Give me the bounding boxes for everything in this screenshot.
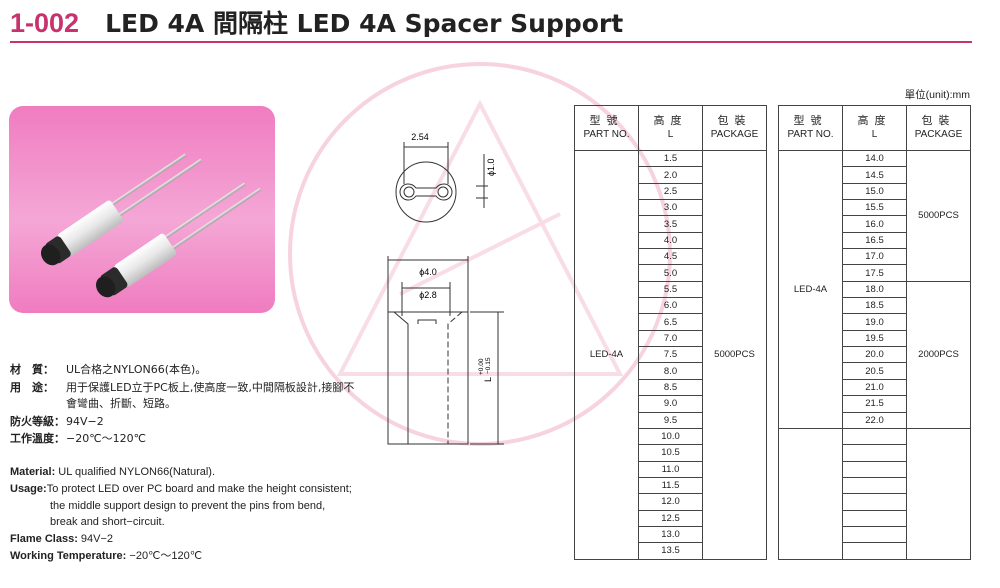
height-cell: 11.0 — [638, 460, 703, 478]
table-row: 13.5 — [575, 542, 767, 560]
height-cell — [842, 525, 907, 544]
height-cell — [842, 476, 907, 495]
spec-usage-cn: 用 途：用于保護LED立于PC板上,使高度一致,中間隔板設計,接腳不 — [10, 381, 355, 394]
unit-label: 單位(unit):mm — [904, 89, 970, 101]
spec-temp-en: Working Temperature: −20℃～120℃ — [10, 550, 203, 562]
height-cell: 1.5 — [638, 149, 703, 168]
package-cell: 5000PCS — [702, 150, 767, 560]
height-cell: 11.5 — [638, 476, 703, 495]
height-cell: 15.5 — [842, 199, 907, 217]
table-row — [778, 427, 971, 560]
height-cell — [842, 509, 907, 527]
spec-material-cn: 材 質：UL合格之NYLON66(本色)。 — [10, 363, 207, 376]
height-cell: 10.0 — [638, 427, 703, 446]
dim-length-label: L — [483, 377, 493, 382]
spec-temp-cn: 工作溫度：−20℃～120℃ — [10, 432, 146, 445]
height-cell — [842, 542, 907, 560]
height-cell: 8.0 — [638, 362, 703, 380]
dim-tol-minus: −0.15 — [485, 357, 492, 374]
height-cell: 6.0 — [638, 297, 703, 315]
dim-outer-label: ϕ4.0 — [419, 267, 437, 277]
empty-cell — [906, 427, 971, 560]
package-cell: 5000PCS — [906, 150, 971, 282]
height-cell: 17.5 — [842, 264, 907, 282]
height-cell — [842, 493, 907, 511]
package-cell: 2000PCS — [906, 280, 971, 429]
part-no-cell: LED-4A — [574, 150, 639, 560]
height-cell — [842, 444, 907, 462]
height-cell: 22.0 — [842, 411, 907, 429]
height-cell: 14.5 — [842, 166, 907, 184]
height-cell: 20.5 — [842, 362, 907, 380]
product-title: LED 4A 間隔柱 LED 4A Spacer Support — [105, 9, 624, 38]
spec-usage-en-cont1: the middle support design to prevent the… — [50, 500, 326, 512]
dim-inner-label: ϕ2.8 — [419, 290, 437, 300]
technical-drawing: 2.54 ϕ1.0 ϕ4.0 ϕ2.8 L +0.00 −0.15 — [387, 132, 504, 445]
height-cell: 12.5 — [638, 509, 703, 527]
height-cell: 5.0 — [638, 264, 703, 282]
height-cell: 16.5 — [842, 231, 907, 250]
part-no-cell: LED-4A — [778, 150, 843, 429]
height-cell: 9.5 — [638, 411, 703, 429]
product-code: 1-002 — [10, 8, 80, 38]
height-cell: 19.0 — [842, 313, 907, 331]
table-row: 10.5 — [575, 444, 767, 462]
title-rule — [10, 41, 972, 43]
dim-tol-plus: +0.00 — [478, 358, 485, 375]
height-cell: 15.0 — [842, 182, 907, 201]
product-photo — [9, 106, 275, 313]
height-cell — [842, 460, 907, 478]
height-cell: 12.0 — [638, 493, 703, 511]
table-row: 12.5 — [575, 509, 767, 527]
height-cell: 7.5 — [638, 346, 703, 364]
height-cell: 10.5 — [638, 444, 703, 462]
dim-spacing-label: 2.54 — [411, 132, 429, 142]
empty-cell — [778, 427, 843, 560]
spec-usage-en-cont2: break and short−circuit. — [50, 516, 165, 528]
table-row: 5.5 — [575, 280, 767, 299]
height-cell: 18.5 — [842, 297, 907, 315]
spec-material-en: Material: UL qualified NYLON66(Natural). — [10, 466, 216, 478]
height-cell: 13.5 — [638, 542, 703, 560]
table-row — [779, 542, 971, 560]
height-cell: 13.0 — [638, 525, 703, 544]
height-cell: 6.5 — [638, 313, 703, 331]
height-cell: 21.0 — [842, 378, 907, 397]
height-cell: 19.5 — [842, 329, 907, 348]
page-title: 1-002 LED 4A 間隔柱 LED 4A Spacer Support — [10, 4, 623, 40]
height-cell: 3.0 — [638, 199, 703, 217]
height-cell — [842, 427, 907, 446]
height-cell: 20.0 — [842, 346, 907, 364]
height-cell: 16.0 — [842, 215, 907, 233]
height-cell: 21.5 — [842, 395, 907, 413]
height-cell: 17.0 — [842, 248, 907, 266]
height-cell: 4.0 — [638, 231, 703, 250]
height-cell: 3.5 — [638, 215, 703, 233]
spec-usage-en: Usage:To protect LED over PC board and m… — [10, 483, 352, 495]
height-cell: 18.0 — [842, 280, 907, 299]
height-cell: 8.5 — [638, 378, 703, 397]
height-cell: 14.0 — [842, 149, 907, 168]
height-cell: 2.5 — [638, 182, 703, 201]
spec-usage-cn-cont: 會彎曲、折斷、短路。 — [66, 397, 176, 410]
height-cell: 2.0 — [638, 166, 703, 184]
height-cell: 7.0 — [638, 329, 703, 348]
dim-hole-label: ϕ1.0 — [486, 158, 496, 176]
height-cell: 9.0 — [638, 395, 703, 413]
spec-flame-cn: 防火等級：94V−2 — [10, 415, 104, 428]
height-cell: 4.5 — [638, 248, 703, 266]
height-cell: 5.5 — [638, 280, 703, 299]
spec-flame-en: Flame Class: 94V−2 — [10, 533, 114, 545]
